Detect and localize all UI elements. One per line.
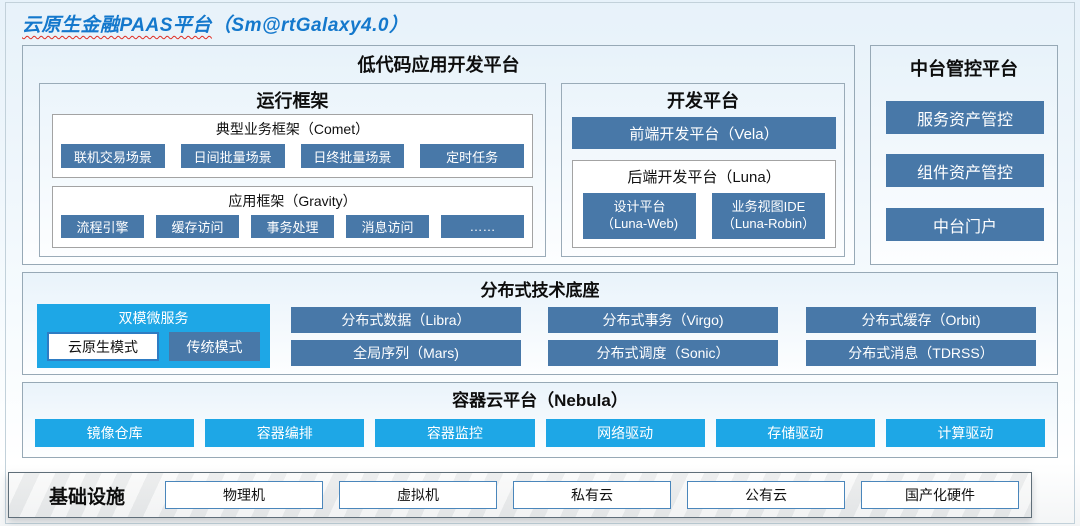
block-distributed-data-libra: 分布式数据（Libra） xyxy=(291,307,521,333)
block-distributed-message-tdrss: 分布式消息（TDRSS） xyxy=(806,340,1036,366)
block-cache-access: 缓存访问 xyxy=(156,215,239,238)
dev-platform-title: 开发平台 xyxy=(667,91,739,111)
block-process-engine: 流程引擎 xyxy=(61,215,144,238)
dual-mode-microservice-box: 双模微服务 云原生模式 传统模式 xyxy=(37,304,270,368)
block-vela-frontend: 前端开发平台（Vela） xyxy=(572,117,836,149)
comet-box: 典型业务框架（Comet） 联机交易场景 日间批量场景 日终批量场景 定时任务 xyxy=(52,114,533,178)
block-component-asset-mgmt: 组件资产管控 xyxy=(886,154,1044,187)
luna-web-line2: （Luna-Web) xyxy=(600,216,679,231)
dual-mode-title: 双模微服务 xyxy=(118,310,189,326)
panel-nebula: 容器云平台（Nebula） 镜像仓库 容器编排 容器监控 网络驱动 存储驱动 计… xyxy=(22,382,1058,458)
block-image-registry: 镜像仓库 xyxy=(35,419,195,447)
panel-infrastructure: 基础设施 物理机 虚拟机 私有云 公有云 国产化硬件 xyxy=(8,472,1032,518)
block-distributed-scheduler-sonic: 分布式调度（Sonic） xyxy=(548,340,778,366)
luna-label: 后端开发平台（Luna） xyxy=(627,169,781,186)
subpanel-dev-platform: 开发平台 前端开发平台（Vela） 后端开发平台（Luna） 设计平台 （Lun… xyxy=(561,83,845,257)
block-traditional-mode: 传统模式 xyxy=(169,332,260,361)
block-public-cloud: 公有云 xyxy=(687,481,846,509)
distributed-base-title: 分布式技术底座 xyxy=(480,281,600,300)
block-cloud-native-mode: 云原生模式 xyxy=(47,332,159,361)
gravity-label: 应用框架（Gravity） xyxy=(228,193,357,209)
block-private-cloud: 私有云 xyxy=(513,481,672,509)
block-luna-web: 设计平台 （Luna-Web) xyxy=(583,193,696,239)
subpanel-runtime-framework: 运行框架 典型业务框架（Comet） 联机交易场景 日间批量场景 日终批量场景 … xyxy=(39,83,546,257)
block-distributed-cache-orbit: 分布式缓存（Orbit) xyxy=(806,307,1036,333)
diagram-title-chinese: 云原生金融PAAS平台 xyxy=(22,15,212,36)
diagram-title: 云原生金融PAAS平台（Sm@rtGalaxy4.0） xyxy=(22,10,408,37)
mgmt-platform-title: 中台管控平台 xyxy=(910,59,1018,79)
panel-lowcode-title: 低代码应用开发平台 xyxy=(357,55,520,75)
nebula-button-row: 镜像仓库 容器编排 容器监控 网络驱动 存储驱动 计算驱动 xyxy=(35,419,1046,447)
panel-lowcode-platform: 低代码应用开发平台 运行框架 典型业务框架（Comet） 联机交易场景 日间批量… xyxy=(22,45,855,265)
luna-web-line1: 设计平台 xyxy=(613,199,666,215)
diagram-title-version: （Sm@rtGalaxy4.0） xyxy=(211,15,409,36)
block-ellipsis: …… xyxy=(441,215,524,238)
block-storage-driver: 存储驱动 xyxy=(715,419,875,447)
block-scheduled-task: 定时任务 xyxy=(420,144,524,168)
block-transaction-processing: 事务处理 xyxy=(251,215,334,238)
block-virtual-machine: 虚拟机 xyxy=(339,481,498,509)
block-container-orchestration: 容器编排 xyxy=(205,419,365,447)
gravity-button-row: 流程引擎 缓存访问 事务处理 消息访问 …… xyxy=(61,215,524,238)
block-endofday-batch: 日终批量场景 xyxy=(300,144,405,168)
block-compute-driver: 计算驱动 xyxy=(885,419,1046,447)
block-network-driver: 网络驱动 xyxy=(545,419,705,447)
comet-label: 典型业务框架（Comet） xyxy=(215,121,370,137)
block-message-access: 消息访问 xyxy=(346,215,429,238)
gravity-box: 应用框架（Gravity） 流程引擎 缓存访问 事务处理 消息访问 …… xyxy=(52,186,533,248)
comet-button-row: 联机交易场景 日间批量场景 日终批量场景 定时任务 xyxy=(61,144,524,168)
block-domestic-hardware: 国产化硬件 xyxy=(861,481,1020,509)
luna-box: 后端开发平台（Luna） 设计平台 （Luna-Web) 业务视图IDE （Lu… xyxy=(572,160,836,248)
block-service-asset-mgmt: 服务资产管控 xyxy=(886,101,1044,134)
block-global-sequence-mars: 全局序列（Mars) xyxy=(291,340,521,366)
panel-mgmt-platform: 中台管控平台 服务资产管控 组件资产管控 中台门户 xyxy=(870,45,1058,265)
block-online-transaction: 联机交易场景 xyxy=(61,144,165,168)
block-container-monitoring: 容器监控 xyxy=(375,419,535,447)
block-physical-machine: 物理机 xyxy=(165,481,324,509)
nebula-title: 容器云平台（Nebula） xyxy=(452,391,628,410)
luna-robin-line2: （Luna-Robin） xyxy=(721,216,816,231)
block-luna-robin: 业务视图IDE （Luna-Robin） xyxy=(712,193,825,239)
block-daytime-batch: 日间批量场景 xyxy=(180,144,285,168)
infrastructure-title: 基础设施 xyxy=(49,486,126,508)
luna-button-row: 设计平台 （Luna-Web) 业务视图IDE （Luna-Robin） xyxy=(583,193,825,239)
block-distributed-transaction-virgo: 分布式事务（Virgo) xyxy=(548,307,778,333)
luna-robin-line1: 业务视图IDE xyxy=(731,199,806,215)
runtime-framework-title: 运行框架 xyxy=(256,91,329,111)
panel-distributed-base: 分布式技术底座 双模微服务 云原生模式 传统模式 分布式数据（Libra） 分布… xyxy=(22,272,1058,375)
block-midplatform-portal: 中台门户 xyxy=(886,208,1044,241)
